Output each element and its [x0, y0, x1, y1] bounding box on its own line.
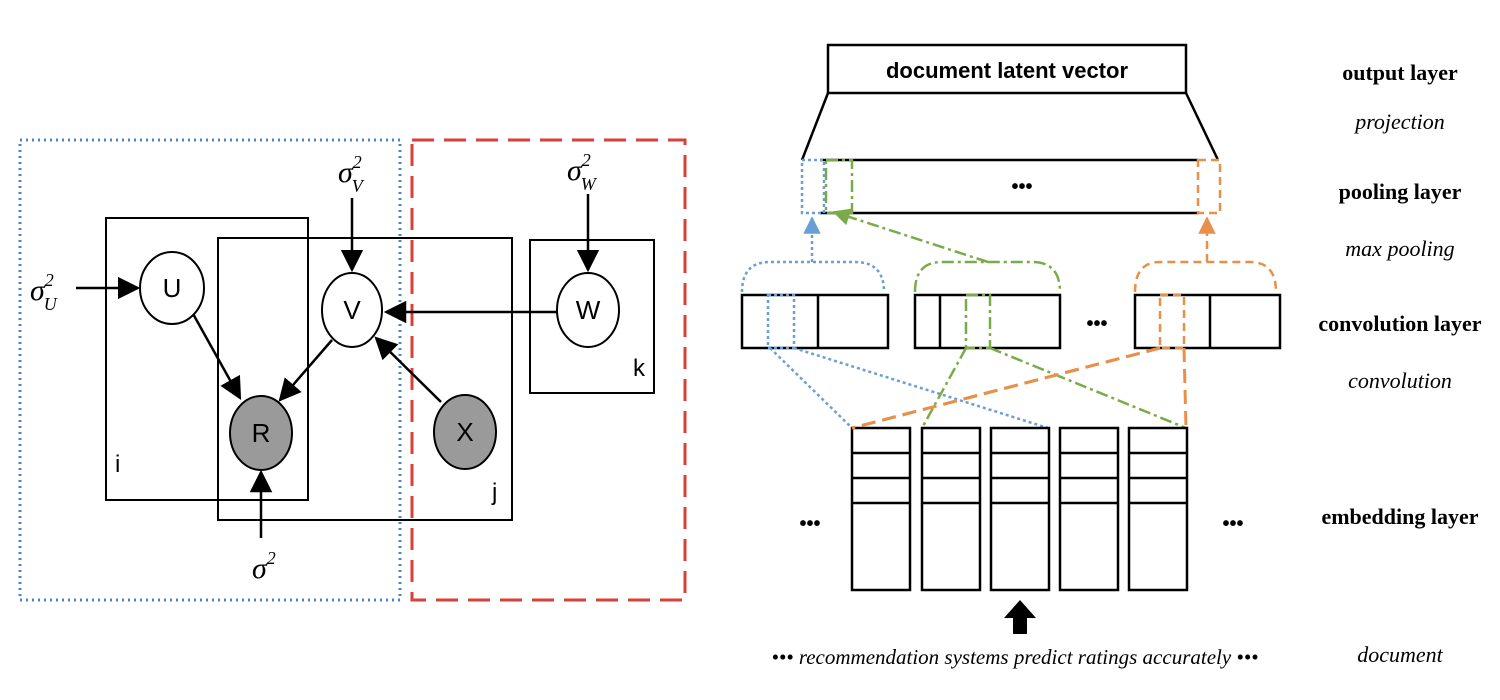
embedding-column-1 — [850, 426, 912, 592]
conv-line-blue-b — [793, 346, 1049, 430]
conv-map-1-highlight — [766, 293, 796, 350]
conv-map-2-highlight — [964, 293, 992, 350]
pooling-cell-orange — [1196, 158, 1222, 215]
embedding-ellipsis-right: ••• — [1222, 513, 1243, 535]
conv-line-orange-a-top — [851, 346, 1161, 430]
brace-green — [913, 260, 1062, 293]
label-convolution: convolution — [1348, 368, 1452, 393]
hyperparam-sigma: σ2 — [252, 548, 276, 585]
label-pooling-layer: pooling layer — [1339, 179, 1462, 204]
conv-line-green-b — [989, 346, 1187, 430]
edge-X-V — [374, 336, 442, 403]
document-up-arrow — [1004, 600, 1036, 634]
embedding-column-5 — [1127, 426, 1189, 592]
pooling-cell-blue — [800, 158, 826, 215]
layer-labels: output layer projection pooling layer ma… — [1318, 60, 1481, 667]
embedding-ellipsis-left: ••• — [799, 513, 820, 535]
dotted-blue-box — [18, 138, 402, 602]
plate-label-k: k — [633, 355, 646, 382]
conv-line-orange-b — [1182, 347, 1188, 429]
maxpool-arrow-green — [832, 208, 989, 264]
plate-k — [529, 239, 655, 394]
node-U-label: U — [163, 273, 182, 303]
node-X — [433, 394, 497, 470]
plate-label-i: i — [115, 451, 120, 478]
conv-map-2 — [913, 293, 1062, 350]
label-projection: projection — [1353, 109, 1445, 134]
brace-blue — [740, 260, 886, 293]
projection-line-right — [1184, 92, 1220, 161]
conv-map-1 — [740, 293, 890, 350]
brace-orange — [1133, 260, 1278, 293]
conv-line-green-a — [920, 347, 968, 429]
embedding-column-4 — [1058, 426, 1120, 592]
dashed-red-box — [410, 138, 687, 602]
edge-U-R — [190, 311, 242, 400]
label-convolution-layer: convolution layer — [1318, 311, 1481, 336]
label-embedding-layer: embedding layer — [1321, 504, 1478, 529]
node-X-label: X — [456, 417, 473, 447]
plate-j — [217, 237, 513, 521]
embedding-column-2 — [920, 426, 982, 592]
node-W — [556, 272, 620, 348]
node-V — [321, 272, 383, 348]
projection-line-left — [800, 92, 830, 161]
output-box — [826, 43, 1188, 95]
node-R — [229, 395, 293, 471]
node-R-label: R — [252, 418, 271, 448]
plate-label-j: j — [491, 479, 497, 506]
embedding-column-3 — [989, 426, 1051, 592]
node-W-label: W — [576, 295, 601, 325]
pooling-ellipsis: ••• — [1011, 176, 1032, 198]
output-box-label: document latent vector — [886, 58, 1128, 83]
node-V-label: V — [343, 295, 361, 325]
pooling-cell-green — [824, 158, 854, 215]
plate-i — [105, 217, 309, 501]
label-max-pooling: max pooling — [1345, 236, 1454, 261]
document-text: ••• recommendation systems predict ratin… — [772, 645, 1259, 669]
conv-line-blue-a — [769, 347, 853, 429]
edge-V-R — [278, 339, 333, 402]
conv-map-3 — [1133, 293, 1282, 350]
label-output-layer: output layer — [1342, 60, 1458, 85]
conv-ellipsis: ••• — [1086, 313, 1107, 335]
node-U — [139, 251, 205, 325]
label-document: document — [1357, 642, 1443, 667]
cnn-architecture: document latent vector ••• ••• — [740, 43, 1282, 669]
